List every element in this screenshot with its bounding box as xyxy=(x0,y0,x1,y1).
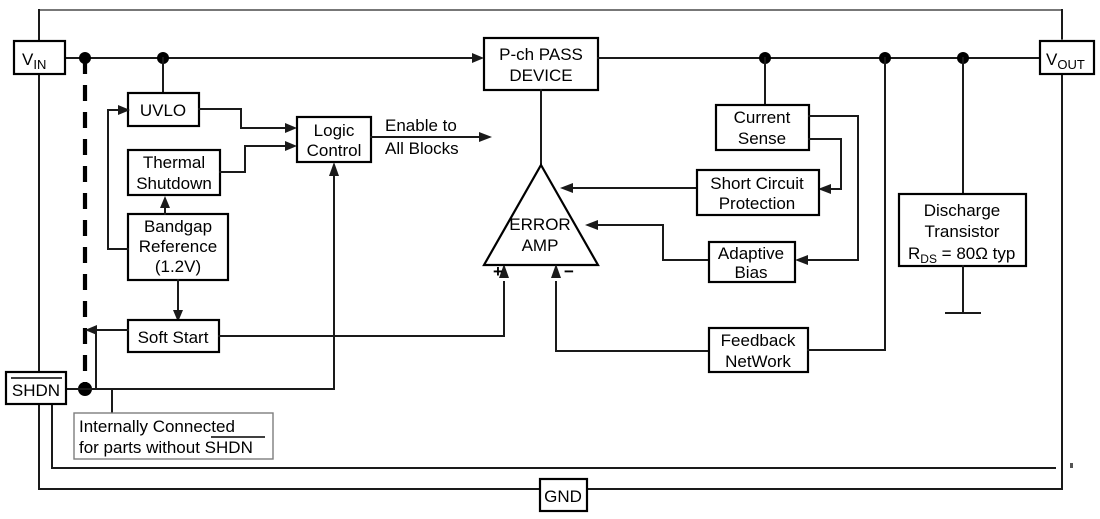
arrowhead-uvlo-in xyxy=(118,105,130,115)
thermal-line2: Shutdown xyxy=(136,174,212,193)
erroramp-plus-sign: + xyxy=(493,262,503,281)
wire-cs-to-ab xyxy=(804,115,859,261)
ab-line2: Bias xyxy=(734,263,767,282)
wire-adaptivebias-to-erroramp xyxy=(594,224,710,261)
arrowhead-pass-in xyxy=(472,53,484,63)
erroramp-line1: ERROR xyxy=(509,215,570,234)
arrowhead-enable-out xyxy=(479,132,492,142)
pass-line2: DEVICE xyxy=(509,66,572,85)
arrowhead-erroramp-plus xyxy=(499,264,509,278)
pin-vout-label: VOUT xyxy=(1046,50,1085,72)
scp-line1: Short Circuit xyxy=(710,174,804,193)
thermal-line1: Thermal xyxy=(143,153,205,172)
current-sense-line1: Current xyxy=(734,108,791,127)
vin-sub: IN xyxy=(33,57,46,72)
block-feedback-network[interactable] xyxy=(707,326,810,374)
arrowhead-logic-in-3 xyxy=(329,162,339,176)
feedback-line2: NetWork xyxy=(725,352,791,371)
discharge-line1: Discharge xyxy=(924,201,1001,220)
vout-sub: OUT xyxy=(1057,57,1085,72)
wire-shdn-bottom-return xyxy=(51,399,1056,469)
rds-prefix: R xyxy=(908,244,920,263)
arrowhead-dashline-in xyxy=(85,325,97,335)
pin-shdn-label: SHDN xyxy=(12,381,60,400)
block-pass-device[interactable] xyxy=(482,36,600,92)
wire-thermal-to-logic xyxy=(219,145,291,173)
rds-subscript: DS xyxy=(920,252,937,266)
arrowhead-erroramp-minus xyxy=(551,264,561,278)
uvlo-label: UVLO xyxy=(140,101,186,120)
pin-gnd-label: GND xyxy=(544,487,582,506)
arrowhead-scp-in xyxy=(818,184,831,194)
corner-mark xyxy=(1070,463,1073,468)
pin-gnd-box[interactable] xyxy=(538,477,589,513)
note-line2-pre: for parts without xyxy=(79,438,205,457)
enable-line1: Enable to xyxy=(385,116,457,135)
vin-main: V xyxy=(22,50,34,69)
soft-start-label: Soft Start xyxy=(138,328,209,347)
logic-line2: Control xyxy=(307,141,362,160)
pin-vin-label: VIN xyxy=(22,50,46,72)
arrowhead-softstart-in xyxy=(173,310,183,322)
block-thermal-shutdown[interactable] xyxy=(126,148,222,197)
block-short-circuit-protection[interactable] xyxy=(695,168,821,217)
arrowhead-logic-in-1 xyxy=(285,123,297,133)
vout-main: V xyxy=(1046,50,1058,69)
logic-line1: Logic xyxy=(314,121,355,140)
pass-line1: P-ch PASS xyxy=(499,45,583,64)
erroramp-line2: AMP xyxy=(522,236,559,255)
arrowhead-amp-ab xyxy=(585,220,598,230)
bandgap-line1: Bandgap xyxy=(144,217,212,236)
scp-line2: Protection xyxy=(719,194,796,213)
rds-value: = 80Ω typ xyxy=(937,244,1015,263)
wire-uvlo-to-logic xyxy=(198,108,291,129)
erroramp-minus-sign: − xyxy=(564,262,574,281)
block-error-amp[interactable] xyxy=(482,162,600,267)
wire-feedback-to-rail xyxy=(807,57,886,351)
arrowhead-logic-in-2 xyxy=(285,141,297,151)
enable-line2: All Blocks xyxy=(385,139,459,158)
arrowhead-amp-scp xyxy=(560,183,573,193)
discharge-line3: RDS = 80Ω typ xyxy=(908,244,1015,266)
arrowhead-ab-in xyxy=(795,255,808,265)
current-sense-line2: Sense xyxy=(738,129,786,148)
feedback-line1: Feedback xyxy=(721,331,796,350)
block-adaptive-bias[interactable] xyxy=(707,240,797,284)
note-line2: for parts without SHDN xyxy=(79,438,253,457)
note-line1: Internally Connected xyxy=(79,417,235,436)
wire-feedback-to-erroramp xyxy=(555,281,710,352)
pin-vout-box[interactable] xyxy=(1038,39,1096,76)
ab-line1: Adaptive xyxy=(718,244,784,263)
wire-softstart-to-erroramp xyxy=(218,281,505,337)
note-line2-shdn: SHDN xyxy=(205,438,253,457)
bandgap-line2: Reference xyxy=(139,237,217,256)
discharge-line2: Transistor xyxy=(925,222,1000,241)
block-discharge-transistor[interactable] xyxy=(897,192,1028,268)
wire-cs-to-scp xyxy=(808,138,842,190)
arrowhead-thermal-in xyxy=(160,196,170,208)
pin-vin-box[interactable] xyxy=(12,39,67,76)
bandgap-line3: (1.2V) xyxy=(155,257,201,276)
note-internally-connected-box xyxy=(73,412,274,460)
block-current-sense[interactable] xyxy=(714,103,811,152)
